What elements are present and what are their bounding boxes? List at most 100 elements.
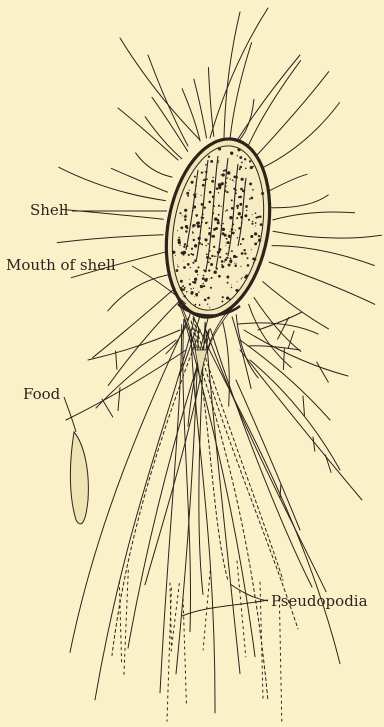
stipple-dot — [197, 225, 200, 228]
stipple-dot — [186, 192, 189, 195]
stipple-dot — [254, 232, 257, 235]
stipple-dot — [239, 156, 242, 159]
stipple-dot — [179, 212, 181, 214]
stipple-dot — [252, 257, 255, 260]
stipple-dot — [193, 288, 194, 289]
stipple-dot — [206, 278, 208, 280]
stipple-dot — [231, 250, 233, 252]
stipple-dot — [184, 219, 186, 221]
stipple-dot — [242, 238, 244, 240]
stipple-dot — [217, 219, 219, 221]
stipple-dot — [218, 160, 219, 161]
stipple-dot — [231, 284, 232, 285]
radiating-filament — [194, 79, 207, 138]
pseudopodium-twig — [313, 437, 315, 451]
stipple-dot — [201, 171, 203, 173]
stipple-dot — [252, 166, 254, 168]
stipple-dot — [221, 206, 222, 207]
stipple-dot — [192, 281, 194, 283]
stipple-dot — [233, 176, 236, 179]
stipple-dot — [236, 205, 239, 208]
stipple-dot — [204, 171, 205, 172]
stipple-dot — [187, 263, 190, 266]
stipple-dot — [232, 232, 235, 235]
stipple-dot — [224, 234, 227, 237]
stipple-dot — [195, 214, 198, 217]
stipple-dot — [201, 243, 203, 245]
stipple-dot — [189, 279, 190, 280]
stipple-dot — [177, 266, 178, 267]
radiating-filament — [236, 55, 300, 142]
pseudopodia-leader-line-1 — [182, 600, 268, 616]
stipple-dot — [252, 221, 254, 223]
stipple-dot — [219, 256, 221, 258]
stipple-dot — [185, 214, 186, 215]
stipple-dot — [194, 176, 196, 178]
stipple-dot — [245, 205, 248, 208]
stipple-dot — [216, 256, 217, 257]
radiating-filament — [118, 108, 178, 160]
pseudopodia-label: Pseudopodia — [271, 594, 368, 609]
food-particle — [70, 432, 88, 524]
stipple-dot — [207, 222, 208, 223]
stipple-dot — [203, 285, 205, 287]
stipple-dot — [185, 225, 188, 228]
stipple-dot — [227, 171, 230, 174]
stipple-dot — [230, 178, 231, 179]
stipple-dot — [234, 264, 237, 267]
stipple-dot — [227, 241, 230, 244]
pseudopodium-branch — [250, 360, 340, 470]
stipple-dot — [239, 166, 242, 169]
stipple-dot — [205, 222, 207, 224]
stipple-dot — [226, 238, 228, 240]
shell-label: Shell — [30, 203, 68, 218]
stipple-dot — [231, 207, 234, 210]
stipple-dot — [239, 203, 242, 206]
radiating-filament — [182, 89, 200, 141]
stipple-dot — [184, 215, 187, 218]
stipple-dot — [210, 263, 213, 266]
stipple-dot — [229, 216, 232, 219]
stipple-dot — [244, 158, 246, 160]
stipple-dot — [247, 264, 250, 267]
stipple-dot — [240, 243, 242, 245]
stipple-dot — [210, 160, 213, 163]
stipple-dot — [221, 260, 224, 263]
radiating-filament — [210, 8, 268, 138]
stipple-dot — [226, 297, 229, 300]
stipple-dot — [240, 188, 243, 191]
stipple-dot — [249, 160, 251, 162]
pseudopodium-tail — [124, 570, 128, 675]
stipple-dot — [209, 227, 211, 229]
stipple-dot — [177, 264, 178, 265]
stipple-dot — [250, 166, 253, 169]
stipple-dot — [209, 191, 212, 194]
stipple-dot — [191, 181, 194, 184]
stipple-dot — [200, 285, 203, 288]
radiating-filament — [247, 61, 301, 150]
stipple-dot — [203, 275, 205, 277]
radiating-filament — [120, 38, 200, 140]
stipple-dot — [260, 223, 263, 226]
stipple-dot — [242, 277, 243, 278]
stipple-dot — [258, 235, 260, 237]
stipple-dot — [202, 184, 205, 187]
pseudopodium-strand — [193, 316, 340, 664]
stipple-dot — [218, 221, 220, 223]
stipple-dot — [194, 304, 196, 306]
stipple-dot — [255, 226, 256, 227]
stipple-dot — [232, 179, 234, 181]
pseudopodium-tail — [237, 561, 246, 657]
stipple-dot — [226, 177, 227, 178]
stipple-dot — [252, 214, 253, 215]
stipple-dot — [246, 210, 247, 211]
stipple-dot — [209, 278, 210, 279]
radiating-filament — [136, 153, 173, 177]
stipple-dot — [183, 261, 184, 262]
stipple-dot — [204, 238, 206, 240]
radiating-filament — [273, 231, 381, 238]
stipple-dot — [205, 245, 206, 246]
stipple-dot — [251, 249, 252, 250]
radiating-filament — [108, 274, 171, 311]
stipple-dot — [237, 155, 238, 156]
